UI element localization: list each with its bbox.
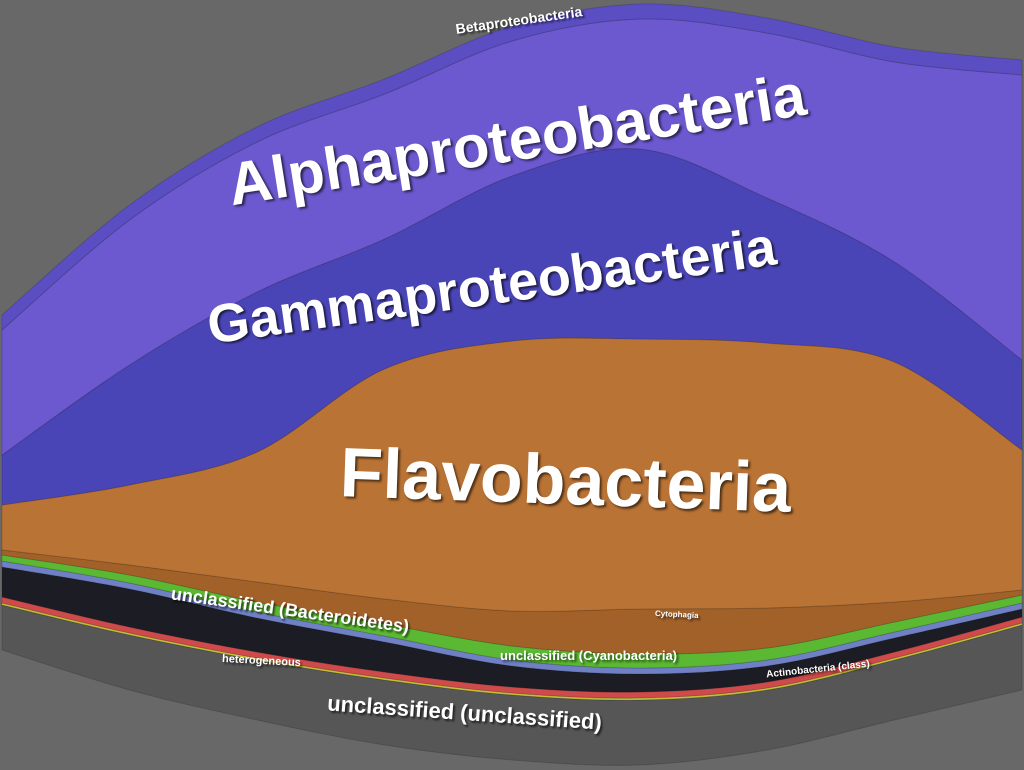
stream-layer-blue-minor-taxon[interactable] <box>1 560 1023 675</box>
label-unclassified-cyanobacteria: unclassified (Cyanobacteria) <box>500 648 677 663</box>
stream-layer-heterogeneous-actinobacteria-class[interactable] <box>1 566 1023 693</box>
label-flavobacteria: Flavobacteria <box>338 433 793 527</box>
stream-layer-betaproteobacteria[interactable] <box>1 3 1023 332</box>
stream-layer-unclassified-cyanobacteria[interactable] <box>1 554 1023 669</box>
